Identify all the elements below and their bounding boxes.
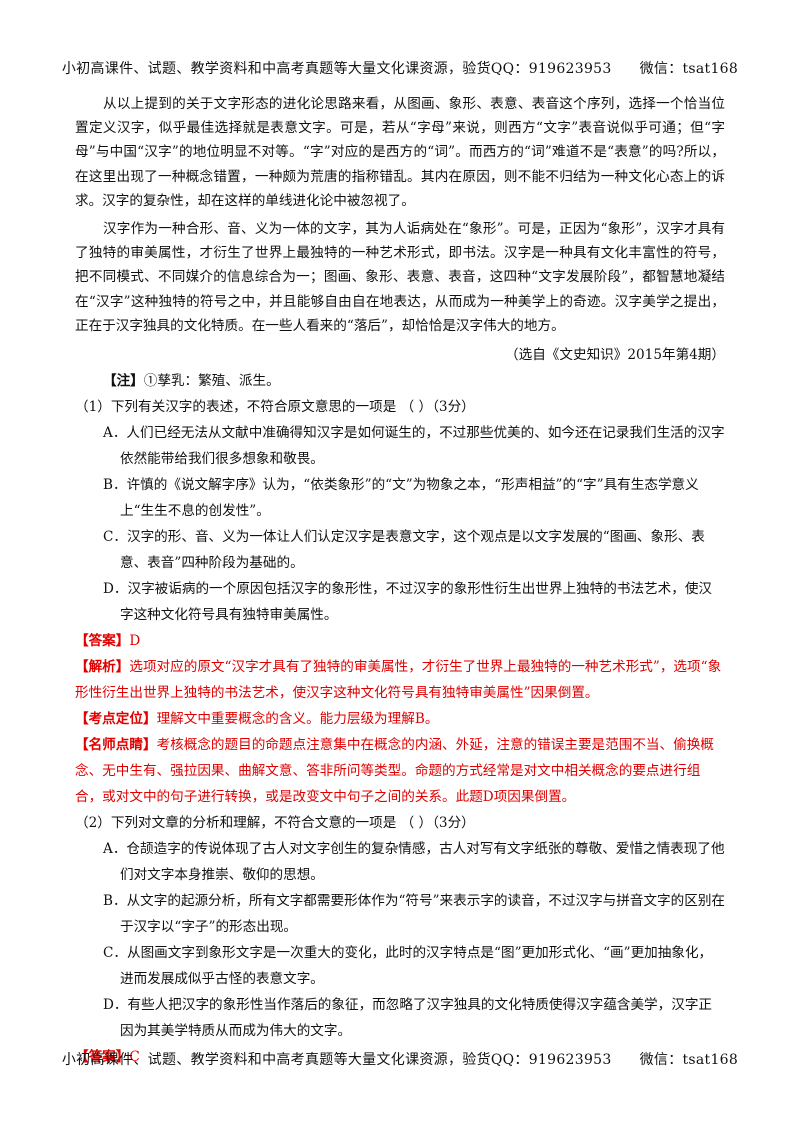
- question-2-option-d: D．有些人把汉字的象形性当作落后的象征，而忽略了汉字独具的文化特质使得汉字蕴含美…: [103, 997, 713, 1040]
- question-2-answer: 【答案】C: [75, 1044, 725, 1070]
- question-1-option-a: A．人们已经无法从文献中准确得知汉字是如何诞生的，不过那些优美的、如今还在记录我…: [103, 425, 725, 468]
- header-text: 小初高课件、试题、教学资料和中高考真题等大量文化课资源，验货QQ：9196239…: [61, 61, 612, 77]
- teacher-tip-tag: 【名师点睛】: [75, 737, 157, 754]
- teacher-tip-text: 考核概念的题目的命题点注意集中在概念的内涵、外延，注意的错误主要是范围不当、偷换…: [75, 737, 714, 806]
- question-1-teacher-tip: 【名师点睛】考核概念的题目的命题点注意集中在概念的内涵、外延，注意的错误主要是范…: [75, 732, 725, 810]
- question-1-option-c: C．汉字的形、音、义为一体让人们认定汉字是表意文字，这个观点是以文字发展的“图画…: [103, 529, 705, 572]
- answer-tag: 【答案】: [75, 633, 130, 650]
- passage-source: （选自《文史知识》2015年第4期）: [505, 347, 725, 364]
- question-2-option-a: A．仓颉造字的传说体现了古人对文字创生的复杂情感，古人对写有文字纸张的尊敬、爱惜…: [103, 841, 725, 884]
- passage-paragraph-2: 汉字作为一种合形、音、义为一体的文字，其为人诟病处在“象形”。可是，正因为“象形…: [75, 221, 725, 334]
- question-2-option-b: B．从文字的起源分析，所有文字都需要形体作为“符号”来表示字的读音，不过汉字与拼…: [103, 893, 726, 936]
- analysis-text: 选项对应的原文“汉字才具有了独特的审美属性，才衍生了世界上最独特的一种艺术形式”…: [75, 659, 722, 702]
- question-1-option-d: D．汉字被诟病的一个原因包括汉字的象形性，不过汉字的象形性衍生出世界上独特的书法…: [103, 581, 713, 624]
- page-footer: 小初高课件、试题、教学资料和中高考真题等大量文化课资源，验货QQ：9196239…: [0, 1049, 800, 1069]
- knowledge-point-text: 理解文中重要概念的含义。能力层级为理解B。: [156, 711, 439, 728]
- header-wechat: 微信：tsat168: [639, 61, 739, 77]
- footnote-text: ①孳乳：繁殖、派生。: [143, 373, 280, 390]
- question-1-stem: （1）下列有关汉字的表述，不符合原文意思的一项是 （ ）（3分）: [75, 399, 475, 416]
- footer-wechat: 微信：tsat168: [639, 1052, 739, 1068]
- question-1-knowledge-point: 【考点定位】理解文中重要概念的含义。能力层级为理解B。: [75, 706, 725, 732]
- question-1-answer: 【答案】D: [75, 628, 725, 654]
- footer-text: 小初高课件、试题、教学资料和中高考真题等大量文化课资源，验货QQ：9196239…: [61, 1052, 612, 1068]
- answer-value: C: [129, 1049, 140, 1066]
- document-body: 从以上提到的关于文字形态的进化论思路来看，从图画、象形、表意、表音这个序列，选择…: [75, 92, 725, 1070]
- answer-value: D: [129, 633, 141, 650]
- footnote: 【注】①孳乳：繁殖、派生。: [103, 368, 725, 394]
- analysis-tag: 【解析】: [75, 659, 130, 676]
- footnote-label: 【注】: [103, 373, 144, 390]
- passage-paragraph-1: 从以上提到的关于文字形态的进化论思路来看，从图画、象形、表意、表音这个序列，选择…: [75, 96, 725, 209]
- question-1-analysis: 【解析】选项对应的原文“汉字才具有了独特的审美属性，才衍生了世界上最独特的一种艺…: [75, 654, 725, 706]
- page-header: 小初高课件、试题、教学资料和中高考真题等大量文化课资源，验货QQ：9196239…: [0, 58, 800, 78]
- knowledge-point-tag: 【考点定位】: [75, 711, 157, 728]
- question-1-option-b: B．许慎的《说文解字序》认为，“依类象形”的“文”为物象之本，“形声相益”的“字…: [103, 477, 699, 520]
- answer-tag: 【答案】: [75, 1049, 130, 1066]
- question-2-option-c: C．从图画文字到象形文字是一次重大的变化，此时的汉字特点是“图”更加形式化、“画…: [103, 945, 713, 988]
- question-2-stem: （2）下列对文章的分析和理解，不符合文意的一项是 （ ）（3分）: [75, 815, 475, 832]
